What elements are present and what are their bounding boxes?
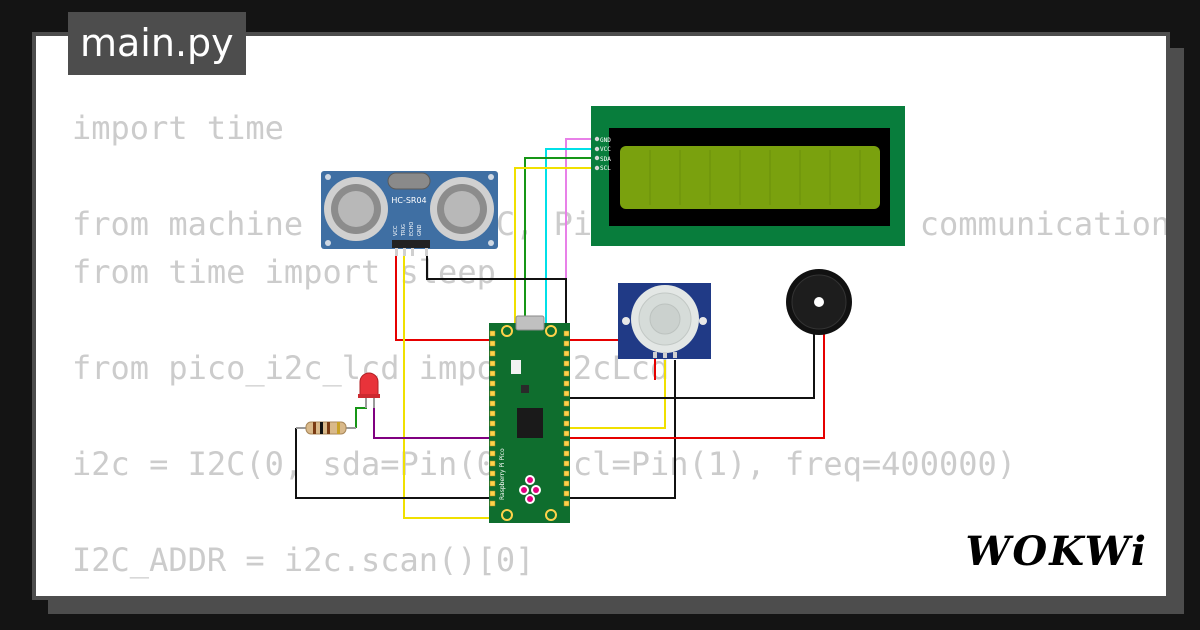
- lcd-pin-label: VCC: [600, 146, 611, 153]
- wire-lcd-sda: [524, 157, 597, 330]
- resistor[interactable]: [296, 421, 356, 435]
- wire-sensor-gnd: [426, 254, 567, 330]
- wire-led-anode: [355, 398, 367, 428]
- pico-label: Raspberry Pi Pico: [499, 448, 506, 500]
- file-tab[interactable]: main.py: [68, 12, 246, 75]
- lcd-pin-label: SDA: [600, 156, 611, 163]
- lcd-display[interactable]: GND VCC SDA SCL: [591, 106, 905, 246]
- buzzer[interactable]: [786, 269, 852, 335]
- lcd-pin-label: SCL: [600, 165, 611, 172]
- wire-pir-gnd: [562, 360, 676, 499]
- code-line: i2c = I2C(0, sda=Pin(0), scl=Pin(1), fre…: [72, 445, 1017, 483]
- pico-board[interactable]: Raspberry Pi Pico: [489, 315, 570, 523]
- red-led[interactable]: [358, 372, 380, 408]
- sensor-pin-label: ECHO: [409, 222, 415, 236]
- sensor-pin-label: TRIG: [401, 224, 407, 237]
- sensor-label: HC-SR04: [391, 196, 426, 205]
- sensor-pin-label: VCC: [393, 225, 399, 236]
- code-line: import time: [72, 109, 284, 147]
- ultrasonic-sensor[interactable]: HC-SR04 VCC TRIG ECHO GND: [321, 171, 498, 256]
- wire-lcd-gnd: [565, 138, 597, 330]
- sensor-pin-label: GND: [417, 224, 423, 236]
- wire-lcd-vcc: [545, 148, 597, 330]
- wire-buzzer-sig: [562, 334, 825, 439]
- wire-lcd-scl: [514, 167, 597, 330]
- wokwi-logo: WOKWi: [965, 528, 1148, 575]
- wire-resistor-gnd: [295, 428, 497, 499]
- pir-sensor[interactable]: [618, 283, 711, 359]
- wire-led-cathode: [373, 398, 497, 439]
- wire-pir-out: [562, 360, 666, 429]
- code-line: I2C_ADDR = i2c.scan()[0]: [72, 541, 535, 579]
- lcd-pin-label: GND: [600, 137, 611, 144]
- wire-buzzer-gnd: [562, 334, 815, 399]
- code-line: from time import sleep: [72, 253, 496, 291]
